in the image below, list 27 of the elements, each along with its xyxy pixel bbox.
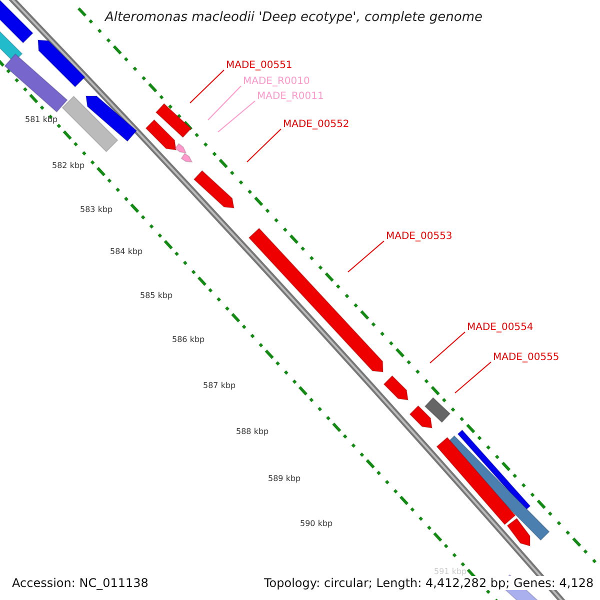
leader-line	[190, 70, 224, 104]
scale-label: 588 kbp	[236, 428, 269, 436]
scale-label: 586 kbp	[172, 336, 205, 344]
gene-label: MADE_00551	[226, 61, 292, 71]
scale-label: 584 kbp	[110, 248, 143, 256]
title: Alteromonas macleodii 'Deep ecotype', complete genome	[105, 11, 482, 24]
scale-label: 590 kbp	[300, 520, 333, 528]
gene-label: MADE_00554	[467, 323, 534, 333]
leader-line	[430, 332, 466, 364]
leader-line	[208, 86, 242, 120]
gene-label: MADE_R0011	[257, 92, 324, 102]
leader-line	[348, 240, 384, 272]
gene-label: MADE_00552	[283, 120, 350, 130]
genome-info-text: Topology: circular; Length: 4,412,282 bp; Genes: 4,128	[262, 576, 596, 590]
gene-label: MADE_00555	[493, 353, 560, 363]
leader-line	[218, 100, 256, 132]
scale-label: 587 kbp	[203, 382, 236, 390]
leader-line	[246, 128, 282, 162]
scale-label: 582 kbp	[52, 162, 85, 170]
accession-text: Accession: NC_011138	[10, 576, 150, 590]
scale-label: 583 kbp	[80, 206, 113, 214]
gene-label: MADE_R0010	[243, 77, 310, 87]
scale-label: 589 kbp	[268, 475, 301, 483]
scale-label: 585 kbp	[140, 292, 173, 300]
leader-line	[454, 362, 492, 394]
gene-label: MADE_00553	[386, 232, 452, 242]
scale-label: 581 kbp	[25, 116, 58, 124]
